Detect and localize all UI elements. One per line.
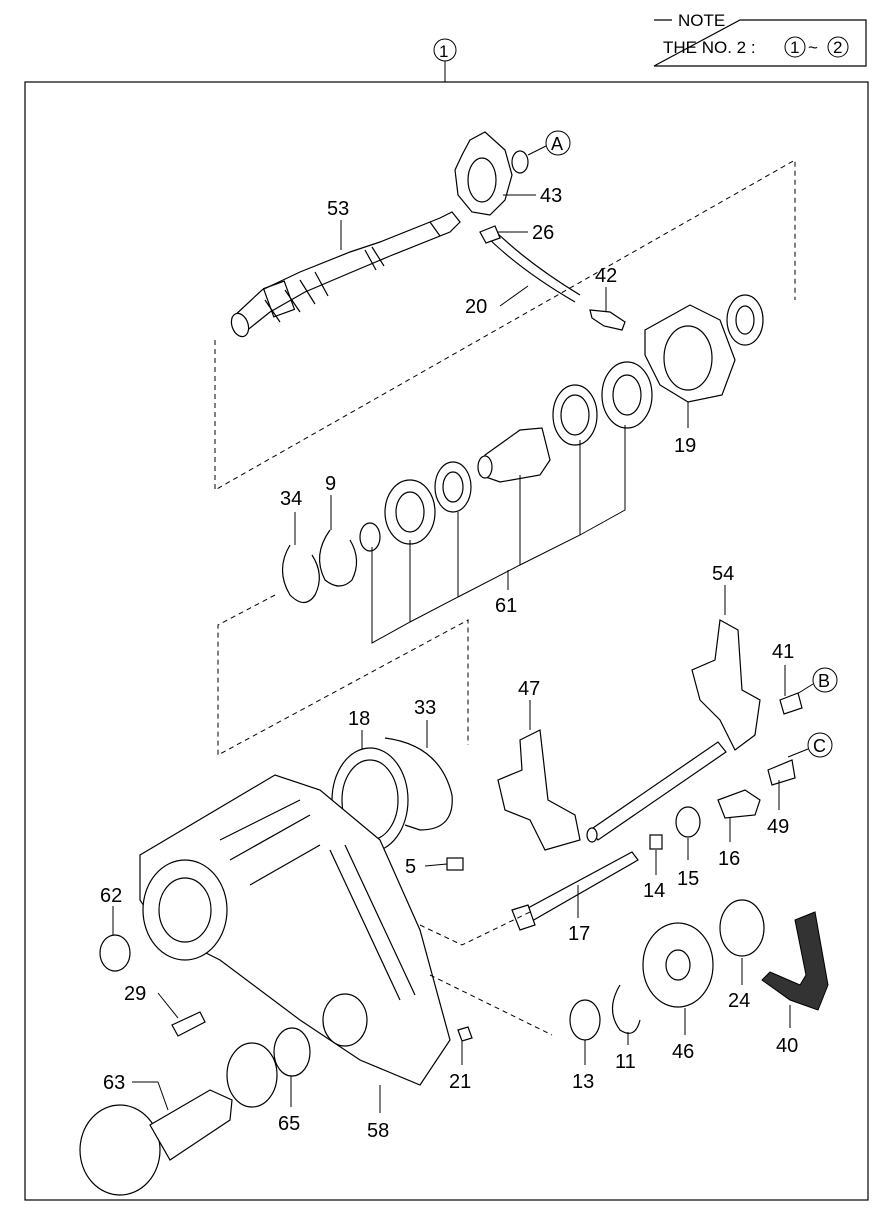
label-53: 53 bbox=[327, 198, 349, 220]
shift-fork-54 bbox=[586, 619, 803, 843]
note-range-start: 1 bbox=[790, 38, 799, 57]
label-24: 24 bbox=[728, 990, 750, 1012]
label-34: 34 bbox=[280, 488, 302, 510]
label-15: 15 bbox=[677, 868, 699, 890]
shift-fork-47 bbox=[497, 729, 581, 851]
label-62: 62 bbox=[100, 885, 122, 907]
note-range-sep: ~ bbox=[808, 38, 818, 57]
snap-ring-9 bbox=[319, 529, 358, 587]
plug-5 bbox=[446, 857, 464, 871]
label-19: 19 bbox=[674, 435, 696, 457]
seal-65-b bbox=[273, 1027, 311, 1077]
output-flange bbox=[79, 1089, 233, 1196]
snap-ring-11 bbox=[611, 984, 641, 1034]
label-47: 47 bbox=[518, 678, 540, 700]
label-61: 61 bbox=[495, 595, 517, 617]
label-11: 11 bbox=[615, 1051, 636, 1073]
guide-line-shaft bbox=[214, 159, 796, 491]
marker-b: B bbox=[796, 667, 838, 695]
bearing-15 bbox=[675, 806, 701, 838]
note-box: NOTE THE NO. 2 : 1 ~ 2 bbox=[653, 11, 867, 67]
breather-29 bbox=[171, 1011, 206, 1037]
note-range-end: 2 bbox=[833, 38, 842, 57]
label-41: 41 bbox=[772, 641, 794, 663]
guide-line-case bbox=[419, 911, 531, 946]
locating-pin bbox=[589, 309, 626, 331]
assembly-callout: 1 bbox=[433, 38, 457, 82]
label-18: 18 bbox=[348, 708, 370, 730]
label-13: 13 bbox=[572, 1071, 594, 1093]
marker-a: A bbox=[527, 130, 571, 156]
note-title: NOTE bbox=[678, 11, 725, 30]
oil-seal-24 bbox=[719, 899, 765, 957]
label-33: 33 bbox=[414, 697, 436, 719]
label-20: 20 bbox=[465, 296, 487, 318]
pin-21 bbox=[457, 1026, 473, 1042]
shift-rail bbox=[514, 851, 639, 926]
label-65: 65 bbox=[278, 1113, 300, 1135]
oil-pump-plate bbox=[454, 131, 529, 216]
label-26: 26 bbox=[532, 222, 554, 244]
planetary-carrier bbox=[644, 294, 764, 403]
label-17: 17 bbox=[568, 923, 590, 945]
label-54: 54 bbox=[712, 563, 734, 585]
interlock-16 bbox=[717, 789, 761, 819]
tube-clip bbox=[479, 225, 501, 244]
oil-seal-62 bbox=[99, 934, 131, 972]
seal-65-a bbox=[226, 1042, 278, 1108]
marker-b-letter: B bbox=[818, 671, 830, 691]
part-number-labels: 53 43 26 42 20 19 34 9 61 54 41 47 18 33… bbox=[100, 185, 798, 1142]
label-29: 29 bbox=[124, 983, 146, 1005]
guide-line-bearing bbox=[429, 974, 553, 1036]
label-14: 14 bbox=[643, 880, 665, 902]
note-text: THE NO. 2 : bbox=[663, 38, 756, 57]
label-46: 46 bbox=[672, 1041, 694, 1063]
detent-49 bbox=[767, 759, 796, 786]
drive-sprocket bbox=[642, 922, 714, 1008]
ring-gear-61 bbox=[359, 361, 653, 552]
label-21: 21 bbox=[449, 1071, 471, 1093]
label-16: 16 bbox=[718, 848, 740, 870]
assembly-callout-number: 1 bbox=[439, 42, 448, 61]
marker-c-letter: C bbox=[813, 736, 826, 756]
label-43: 43 bbox=[540, 185, 562, 207]
marker-a-letter: A bbox=[551, 134, 563, 154]
assembly-frame bbox=[24, 81, 869, 1201]
label-58: 58 bbox=[367, 1120, 389, 1142]
bearing-13 bbox=[569, 999, 601, 1041]
label-49: 49 bbox=[767, 816, 789, 838]
drive-chain bbox=[761, 911, 829, 1011]
label-42: 42 bbox=[595, 265, 617, 287]
snap-ring-33 bbox=[384, 737, 453, 831]
guide-line-rings bbox=[217, 594, 469, 756]
snap-ring-34 bbox=[281, 544, 320, 604]
label-63: 63 bbox=[103, 1072, 125, 1094]
leader-lines bbox=[112, 194, 791, 1113]
label-5: 5 bbox=[405, 856, 416, 878]
label-9: 9 bbox=[325, 473, 336, 495]
marker-c: C bbox=[787, 732, 833, 758]
label-40: 40 bbox=[776, 1035, 798, 1057]
transfer-case-housing bbox=[139, 774, 451, 1086]
input-shaft bbox=[230, 211, 461, 338]
pin-14 bbox=[649, 834, 663, 850]
